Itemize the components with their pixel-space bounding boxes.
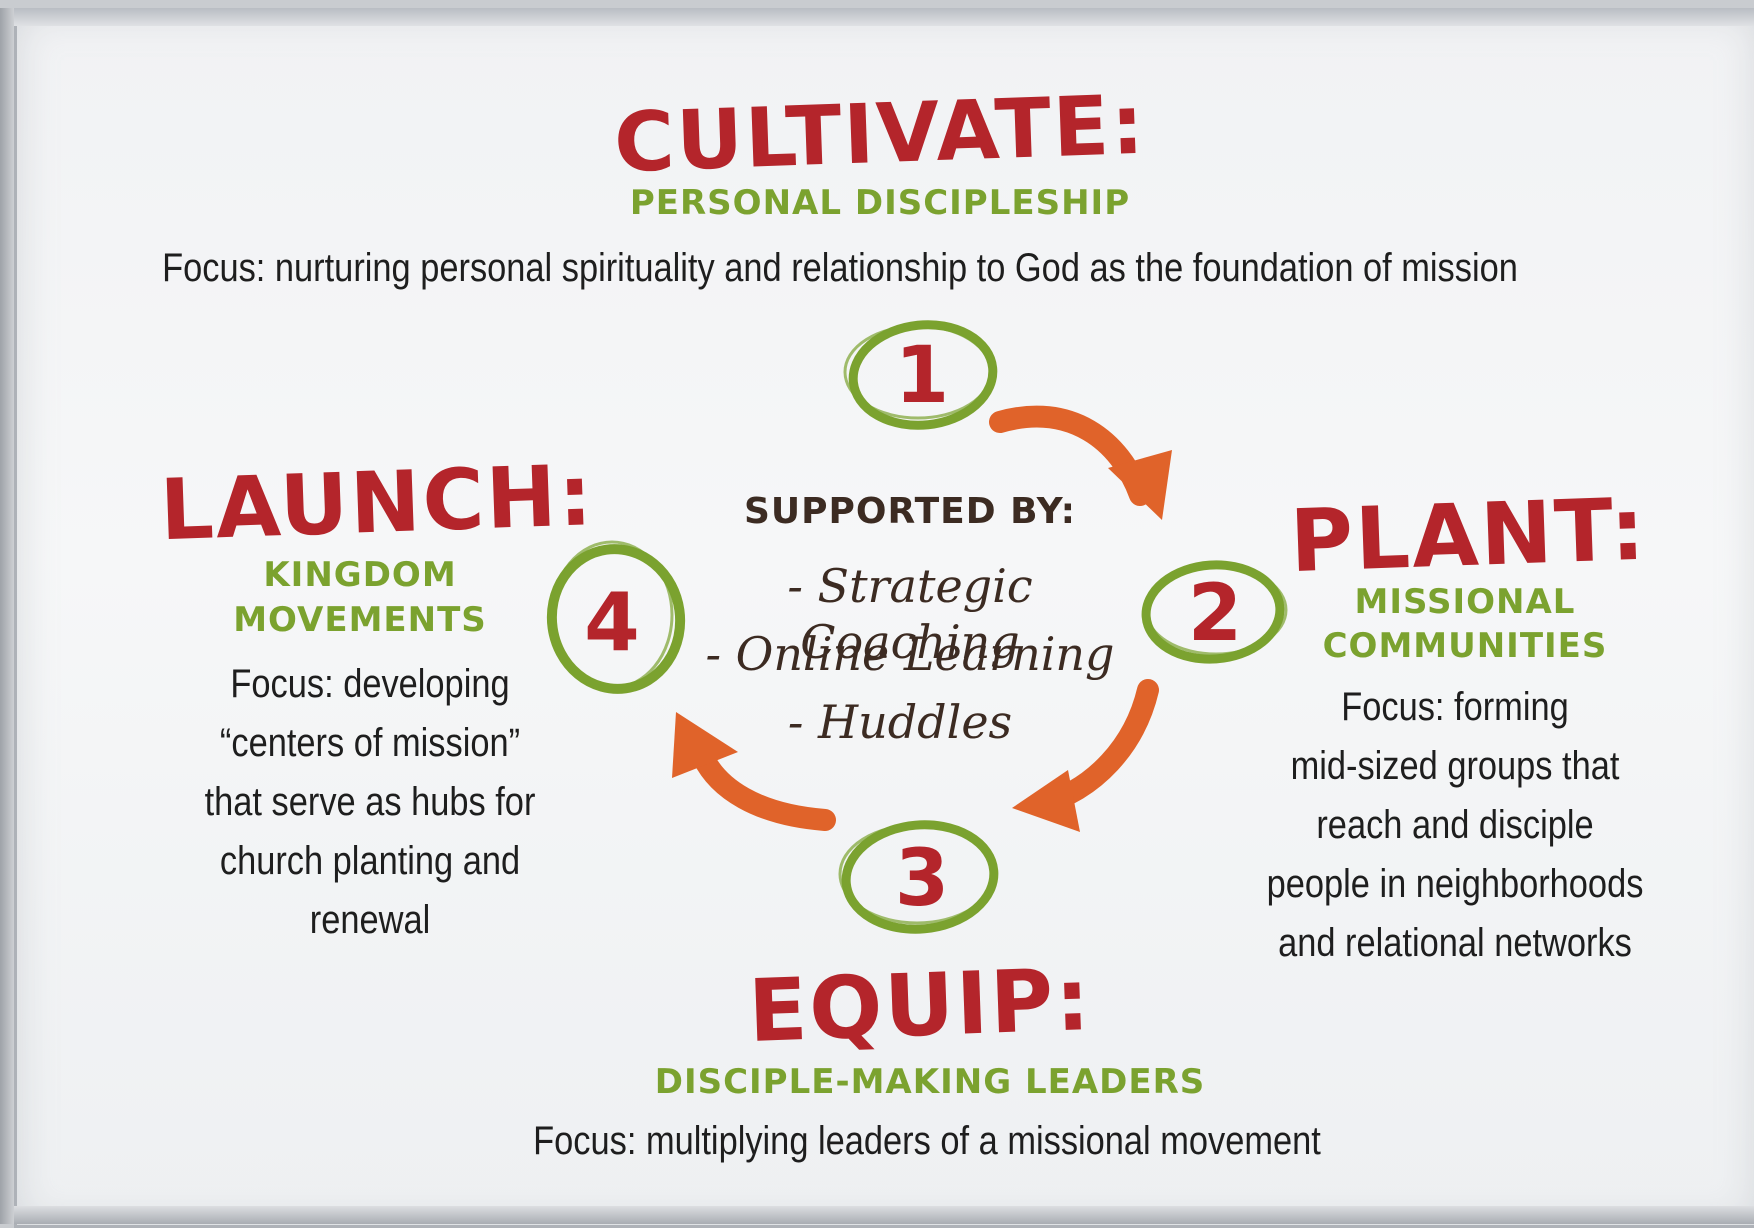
equip-focus: Focus: multiplying leaders of a missiona… (533, 1119, 1321, 1163)
plant-focus-line-5: and relational networks (1278, 921, 1632, 965)
whiteboard-frame-bottom (14, 1206, 1754, 1224)
arrow-3-to-4 (672, 712, 836, 831)
step-4-circle: 4 (546, 540, 686, 694)
cultivate-subtitle: PERSONAL DISCIPLESHIP (629, 183, 1131, 223)
step-1-number: 1 (895, 331, 949, 421)
supported-item-online-learning: - Online Learning (705, 627, 1115, 681)
equip-title: EQUIP: (746, 950, 1094, 1062)
launch-focus-line-5: renewal (309, 898, 431, 942)
step-3-number: 3 (895, 834, 949, 924)
launch-focus-line-1: Focus: developing (230, 662, 510, 706)
step-2-circle: 2 (1141, 560, 1288, 664)
launch-focus-line-4: church planting and (219, 839, 521, 883)
plant-subtitle-line2: COMMUNITIES (1322, 626, 1608, 666)
step-1-circle: 1 (843, 320, 998, 430)
launch-title: LAUNCH: (158, 446, 596, 560)
step-2-number: 2 (1188, 569, 1242, 659)
plant-focus-line-2: mid-sized groups that (1290, 744, 1620, 788)
cultivate-focus: Focus: nurturing personal spirituality a… (162, 246, 1518, 290)
supported-by-heading: SUPPORTED BY: (743, 491, 1076, 532)
cultivate-title: CULTIVATE: (612, 77, 1148, 192)
step-3-circle: 3 (838, 820, 999, 934)
plant-focus-line-4: people in neighborhoods (1266, 862, 1644, 906)
launch-focus-line-2: “centers of mission” (219, 721, 521, 765)
plant-title: PLANT: (1288, 479, 1649, 593)
plant-focus-line-3: reach and disciple (1316, 803, 1594, 847)
launch-focus-line-3: that serve as hubs for (204, 780, 536, 824)
supported-item-huddles: - Huddles (787, 695, 1013, 749)
plant-focus-line-1: Focus: forming (1341, 685, 1569, 729)
launch-subtitle-line1: KINGDOM (263, 555, 457, 595)
step-4-number: 4 (584, 576, 640, 669)
arrow-1-to-2 (989, 405, 1172, 520)
whiteboard (14, 10, 1754, 1228)
plant-subtitle-line1: MISSIONAL (1354, 582, 1576, 622)
whiteboard-frame-top (14, 8, 1754, 26)
equip-subtitle: DISCIPLE-MAKING LEADERS (654, 1062, 1206, 1102)
launch-subtitle-line2: MOVEMENTS (233, 600, 487, 640)
arrow-2-to-3 (1012, 679, 1159, 832)
supported-item-coaching: - Strategic Coaching (787, 559, 1033, 669)
